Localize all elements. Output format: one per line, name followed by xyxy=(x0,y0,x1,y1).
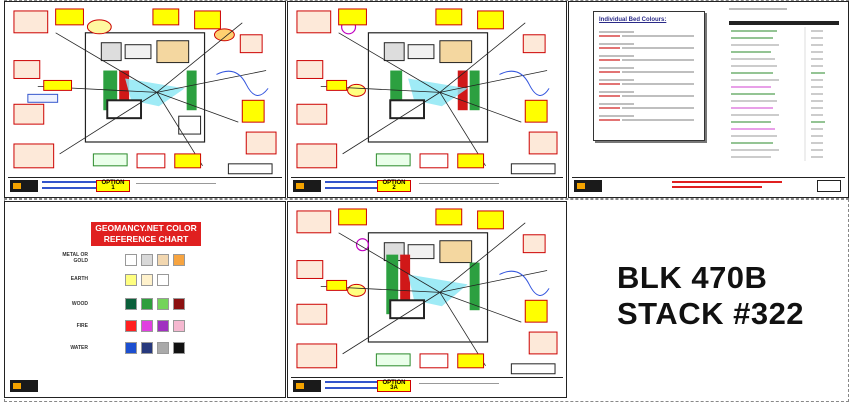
color-swatch xyxy=(125,274,137,286)
element-label: FIRE xyxy=(76,323,88,329)
footer-rule xyxy=(42,187,102,189)
footer-rule xyxy=(325,187,385,189)
color-swatch xyxy=(125,298,137,310)
color-swatch xyxy=(141,320,153,332)
bed-colours-sheet[interactable]: Individual Bed Colours: xyxy=(568,1,849,198)
floor-plan-sheet-3[interactable]: OPTION 3A xyxy=(287,201,567,398)
colour-index-table xyxy=(729,8,839,161)
color-swatch xyxy=(125,320,137,332)
option-badge: OPTION 1 xyxy=(96,180,130,192)
option-badge: OPTION 2 xyxy=(377,180,411,192)
color-swatch xyxy=(157,274,169,286)
color-swatch xyxy=(173,320,185,332)
title-block: OPTION 2 xyxy=(291,177,563,194)
option-number: 2 xyxy=(392,185,396,191)
footer-fine-print xyxy=(419,383,499,384)
floor-plan-sheet-2[interactable]: OPTION 2 xyxy=(287,1,567,198)
footer-fine-print xyxy=(136,183,216,184)
option-label: OPTION xyxy=(101,180,125,186)
color-swatch xyxy=(141,254,153,266)
color-swatch xyxy=(173,254,185,266)
geomancy-logo xyxy=(293,180,321,192)
color-chart-title: GEOMANCY.NET COLOR REFERENCE CHART xyxy=(91,222,201,246)
color-swatch xyxy=(173,342,185,354)
color-reference-sheet[interactable]: GEOMANCY.NET COLOR REFERENCE CHART METAL… xyxy=(4,201,286,398)
floor-plan-drawing xyxy=(296,8,558,175)
stack-number: STACK #322 xyxy=(617,296,805,331)
footer-rule xyxy=(42,181,112,183)
bed-colours-title: Individual Bed Colours: xyxy=(599,17,667,23)
geomancy-logo xyxy=(10,180,38,192)
element-label: METAL OR GOLD xyxy=(62,252,88,264)
color-swatch xyxy=(125,342,137,354)
title-block xyxy=(572,177,845,194)
footer-note xyxy=(672,181,782,183)
element-label: WATER xyxy=(70,345,88,351)
floor-plan-sheet-1[interactable]: OPTION 1 xyxy=(4,1,286,198)
color-swatch xyxy=(157,320,169,332)
color-swatch xyxy=(141,274,153,286)
footer-rule xyxy=(325,387,385,389)
color-swatch xyxy=(173,298,185,310)
option-number: 1 xyxy=(111,185,115,191)
color-swatch xyxy=(141,298,153,310)
color-swatch xyxy=(157,342,169,354)
title-block: OPTION 1 xyxy=(8,177,282,194)
title-block: OPTION 3A xyxy=(291,377,563,394)
bed-colours-card: Individual Bed Colours: xyxy=(593,11,705,141)
color-swatch xyxy=(125,254,137,266)
floor-plan-drawing xyxy=(296,208,558,375)
sheet-badge xyxy=(817,180,841,192)
footer-note xyxy=(672,186,762,188)
footer-rule xyxy=(325,181,395,183)
geomancy-logo xyxy=(10,380,38,392)
block-number: BLK 470B xyxy=(617,260,768,295)
element-label: WOOD xyxy=(71,301,88,307)
color-swatch xyxy=(157,254,169,266)
color-swatch xyxy=(141,342,153,354)
footer-rule xyxy=(325,381,395,383)
color-swatch xyxy=(157,298,169,310)
title-block xyxy=(8,378,282,394)
color-chart: METAL OR GOLD EARTH WOOD FIRE WATER xyxy=(5,202,281,377)
option-number: 3A xyxy=(390,385,398,391)
bed-colours-lines xyxy=(599,31,694,121)
element-label: EARTH xyxy=(70,276,88,282)
option-badge: OPTION 3A xyxy=(377,380,411,392)
floor-plan-drawing xyxy=(13,8,277,175)
geomancy-logo xyxy=(293,380,321,392)
option-label: OPTION xyxy=(382,380,406,386)
option-label: OPTION xyxy=(382,180,406,186)
footer-fine-print xyxy=(419,183,499,184)
geomancy-logo xyxy=(574,180,602,192)
block-label: BLK 470B STACK #322 xyxy=(617,260,804,332)
